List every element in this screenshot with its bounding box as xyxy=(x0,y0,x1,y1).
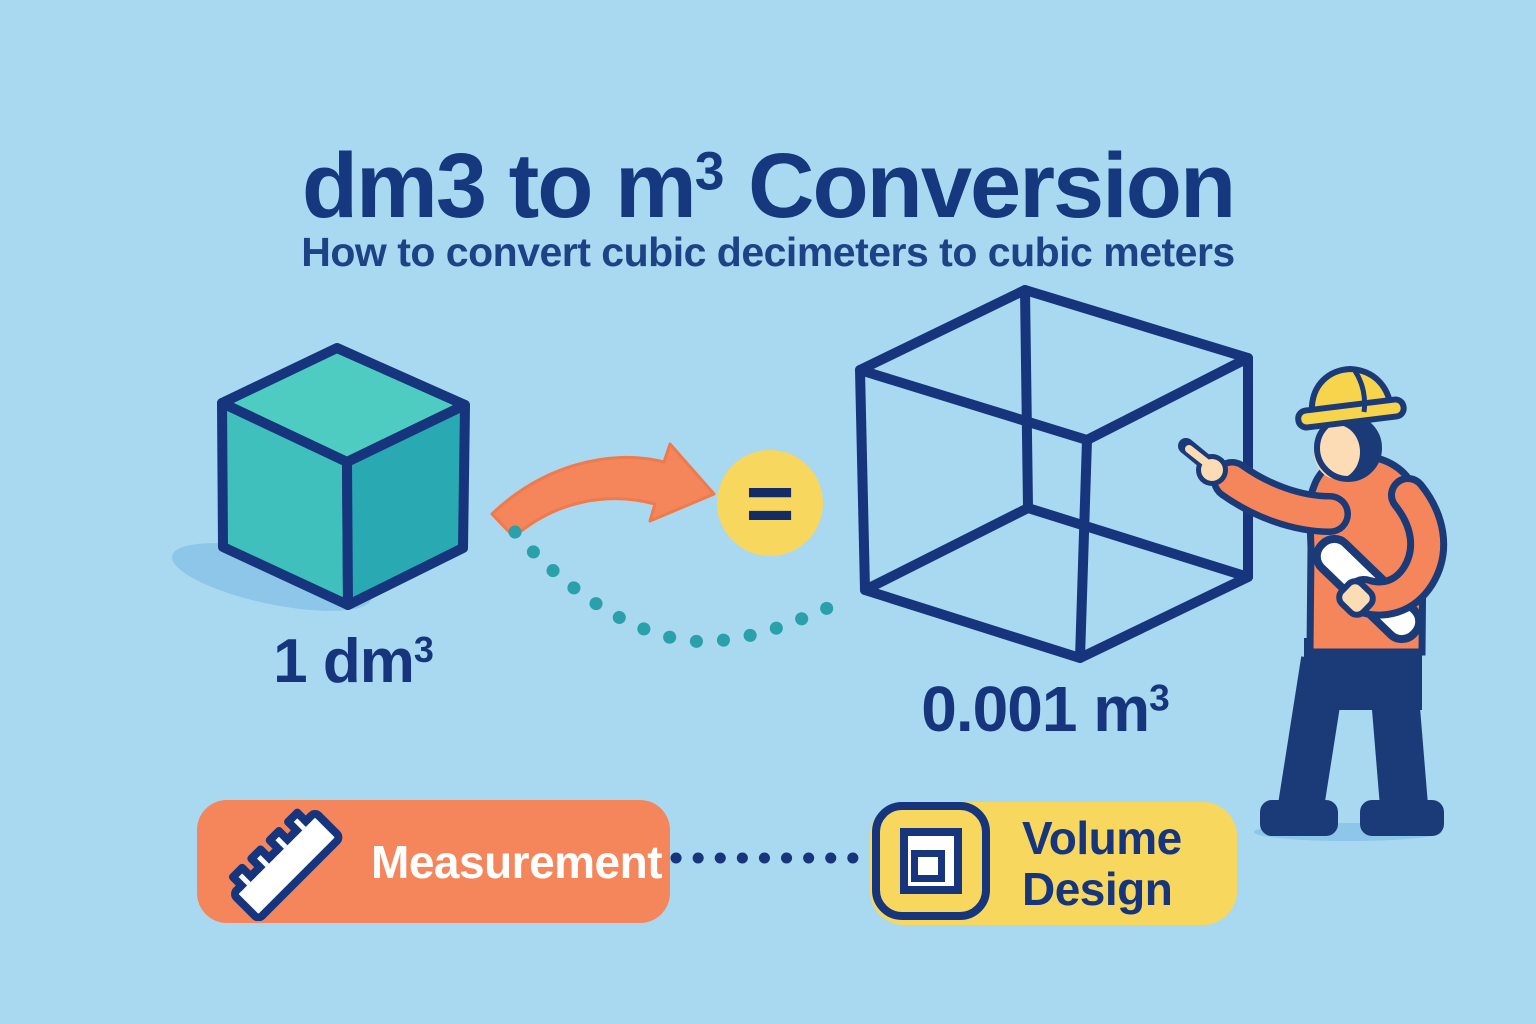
small-cube-label: 1 dm3 xyxy=(200,626,506,697)
design-line: Design xyxy=(1022,862,1173,915)
pointing-hand xyxy=(1178,438,1228,486)
title-superscript: 3 xyxy=(694,141,725,201)
nested-squares-outer xyxy=(900,828,962,894)
measurement-badge: Measurement xyxy=(197,800,670,923)
nested-squares-inner xyxy=(911,850,945,882)
title-post: Conversion xyxy=(724,134,1236,237)
wireframe-cube xyxy=(855,285,1253,663)
holding-hand xyxy=(1336,578,1376,618)
dotted-swoosh xyxy=(508,525,847,649)
curved-arrow-icon xyxy=(490,442,716,539)
equals-icon: = xyxy=(717,450,823,556)
pointing-arm xyxy=(1211,459,1351,535)
small-cube xyxy=(172,343,470,611)
small-cube-label-base: 1 dm xyxy=(273,627,415,696)
title-pre: dm3 to m xyxy=(301,134,697,237)
volume-design-label: Volume Design xyxy=(1022,813,1182,914)
large-cube-label: 0.001 m3 xyxy=(880,672,1210,746)
holding-arm xyxy=(1344,475,1448,619)
measurement-label: Measurement xyxy=(371,835,663,888)
volume-line: Volume xyxy=(1022,811,1182,864)
legs xyxy=(1260,638,1444,836)
small-cube-label-sup: 3 xyxy=(413,629,434,671)
large-cube-label-base: 0.001 m xyxy=(921,673,1150,745)
hard-hat xyxy=(1295,366,1407,431)
equals-symbol: = xyxy=(745,455,795,550)
head xyxy=(1314,414,1382,482)
large-cube-label-sup: 3 xyxy=(1149,676,1170,719)
page-title: dm3 to m3 Conversion xyxy=(0,140,1536,232)
nested-squares-icon xyxy=(872,802,990,920)
subtitle: How to convert cubic decimeters to cubic… xyxy=(301,229,1235,275)
ruler-icon xyxy=(228,808,343,921)
engineer-character xyxy=(1178,366,1448,841)
